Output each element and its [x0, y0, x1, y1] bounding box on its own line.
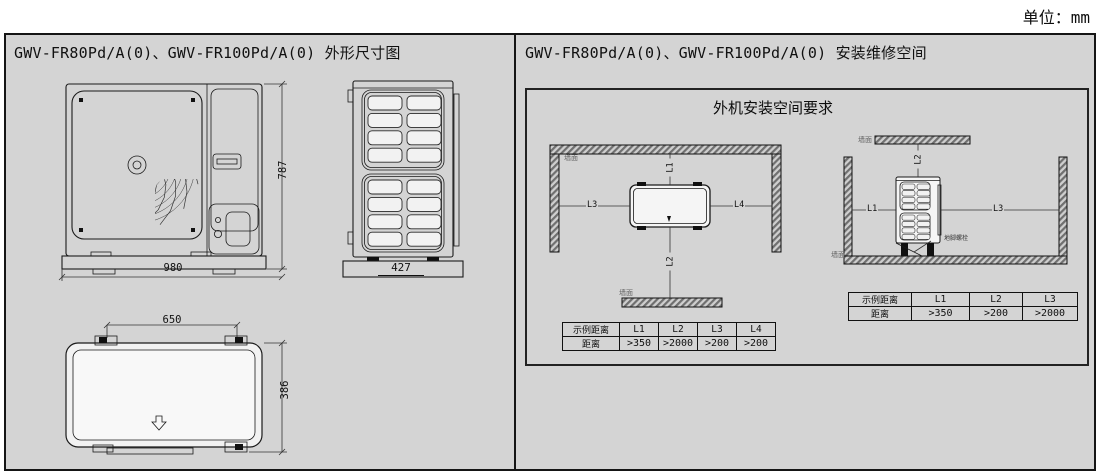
- front-height-dim: 787: [277, 160, 289, 180]
- plan-l3-label: L3: [586, 200, 599, 210]
- top-view-drawing: [65, 321, 287, 456]
- table-header-cell: L4: [736, 322, 776, 337]
- elevation-foot-note: 地脚螺栓: [944, 235, 969, 242]
- table-header-cell: L1: [619, 322, 659, 337]
- table-row-label: 距离: [848, 306, 912, 321]
- table-value-cell: >350: [911, 306, 970, 321]
- elevation-l1-label: L1: [866, 204, 879, 214]
- top-foot-pitch-dim: 650: [162, 314, 182, 326]
- table-value-cell: >350: [619, 336, 659, 351]
- panel-divider: [514, 35, 516, 469]
- table-value-cell: >200: [697, 336, 737, 351]
- front-view-drawing: [58, 80, 287, 281]
- table-header-cell: L3: [697, 322, 737, 337]
- elevation-l2-label: L2: [914, 150, 924, 169]
- table-value-cell: >2000: [658, 336, 698, 351]
- left-panel-title: GWV-FR80Pd/A(0)、GWV-FR100Pd/A(0) 外形尺寸图: [14, 44, 401, 62]
- side-view-drawing: [342, 80, 464, 278]
- elevation-wall-label-top: 墙面: [858, 136, 872, 144]
- table-value-cell: >200: [736, 336, 776, 351]
- plan-wall-label-top: 墙面: [564, 154, 578, 162]
- unit-note: 单位：mm: [1022, 8, 1090, 27]
- plan-l4-label: L4: [733, 200, 746, 210]
- table-header-cell: 示例距离: [562, 322, 620, 337]
- elevation-l3-label: L3: [992, 204, 1005, 214]
- top-depth-dim: 386: [279, 380, 291, 400]
- table-value-cell: >200: [969, 306, 1023, 321]
- plan-installation-drawing: [549, 144, 782, 308]
- elevation-clearance-table: 示例距离 L1 L2 L3 距离 >350 >200 >2000: [848, 292, 1078, 321]
- table-header-cell: L1: [911, 292, 970, 307]
- plan-clearance-table: 示例距离 L1 L2 L3 L4 距离 >350 >2000 >200 >200: [562, 322, 776, 351]
- side-depth-dim: 427: [378, 261, 424, 276]
- elevation-wall-label-bottom: 墙面: [831, 251, 845, 259]
- table-header-cell: L2: [969, 292, 1023, 307]
- plan-l1-label: L1: [666, 158, 676, 177]
- table-header-cell: 示例距离: [848, 292, 912, 307]
- installation-section-title: 外机安装空间要求: [712, 99, 833, 117]
- installation-box: [525, 88, 1089, 366]
- table-value-cell: >2000: [1022, 306, 1078, 321]
- elevation-installation-drawing: [843, 135, 1068, 265]
- table-header-cell: L2: [658, 322, 698, 337]
- right-panel-title: GWV-FR80Pd/A(0)、GWV-FR100Pd/A(0) 安装维修空间: [525, 44, 927, 62]
- front-width-dim: 980: [163, 262, 183, 274]
- table-header-cell: L3: [1022, 292, 1078, 307]
- table-row-label: 距离: [562, 336, 620, 351]
- plan-l2-label: L2: [666, 252, 676, 271]
- plan-wall-label-bottom: 墙面: [619, 289, 633, 297]
